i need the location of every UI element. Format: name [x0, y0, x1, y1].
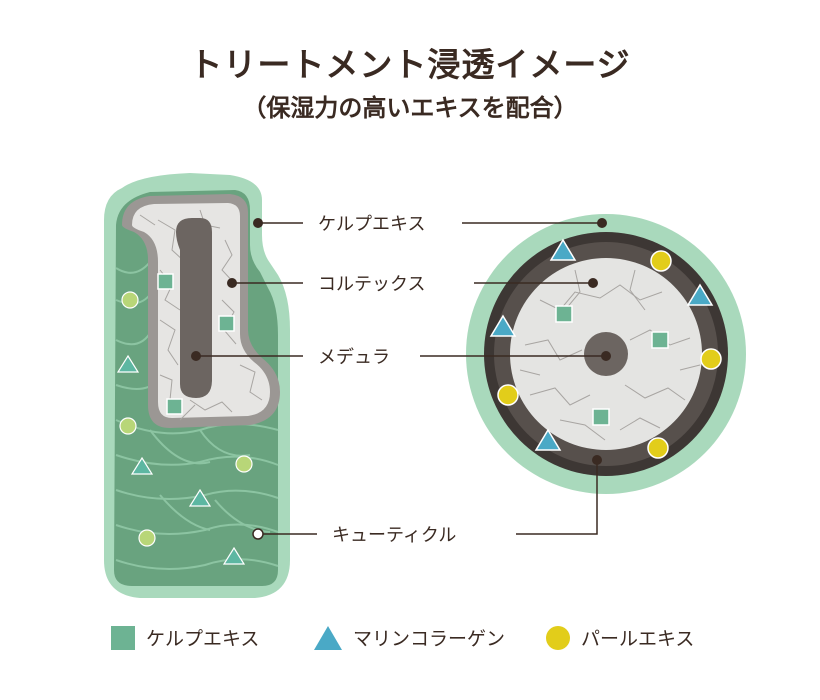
kelp-marker [157, 273, 174, 290]
diagram-title: トリートメント浸透イメージ [189, 45, 631, 84]
legend-label: パールエキス [581, 628, 695, 650]
pearl-marker [650, 250, 672, 272]
collagen-marker [222, 546, 246, 565]
leader-dot-open [252, 528, 264, 540]
legend-item-pearl: パールエキス [545, 624, 694, 651]
collagen-marker [188, 488, 212, 507]
collagen-marker [489, 314, 517, 337]
leader-dots [191, 218, 611, 465]
label-cuticle: キューティクル [332, 525, 457, 546]
legend: ケルプエキス マリンコラーゲン パールエキス [0, 620, 820, 660]
pearl-marker [647, 437, 669, 459]
collagen-marker [549, 238, 577, 261]
collagen-marker [534, 428, 562, 451]
legend-item-kelp: ケルプエキス [110, 624, 259, 651]
label-cortex: コルテックス [318, 274, 426, 295]
leader-lines [196, 222, 606, 535]
cross-cortex-texture [519, 269, 701, 441]
pearl-marker [700, 348, 722, 370]
circle-icon [546, 625, 570, 650]
label-medulla: メデュラ [318, 347, 390, 368]
kelp-marker [218, 315, 235, 332]
diagram-subtitle: （保湿力の高いエキスを配合） [242, 94, 578, 122]
legend-item-collagen: マリンコラーゲン [313, 624, 505, 651]
collagen-marker [130, 456, 154, 475]
collagen-marker [686, 283, 714, 306]
legend-label: ケルプエキス [146, 628, 260, 650]
pearl-marker [235, 455, 253, 473]
label-kelp: ケルプエキス [318, 214, 426, 235]
pearl-marker [119, 417, 137, 435]
kelp-marker [651, 331, 669, 349]
hair-strand-side-view [104, 173, 290, 598]
legend-label: マリンコラーゲン [353, 628, 506, 650]
triangle-icon [314, 625, 342, 650]
collagen-marker [116, 354, 140, 373]
square-icon [111, 625, 135, 650]
pearl-marker [121, 291, 139, 309]
pearl-marker [138, 529, 156, 547]
kelp-marker [592, 408, 610, 426]
kelp-marker [555, 305, 573, 323]
medulla-core [176, 218, 212, 398]
kelp-marker [166, 398, 183, 415]
pearl-marker [497, 384, 519, 406]
